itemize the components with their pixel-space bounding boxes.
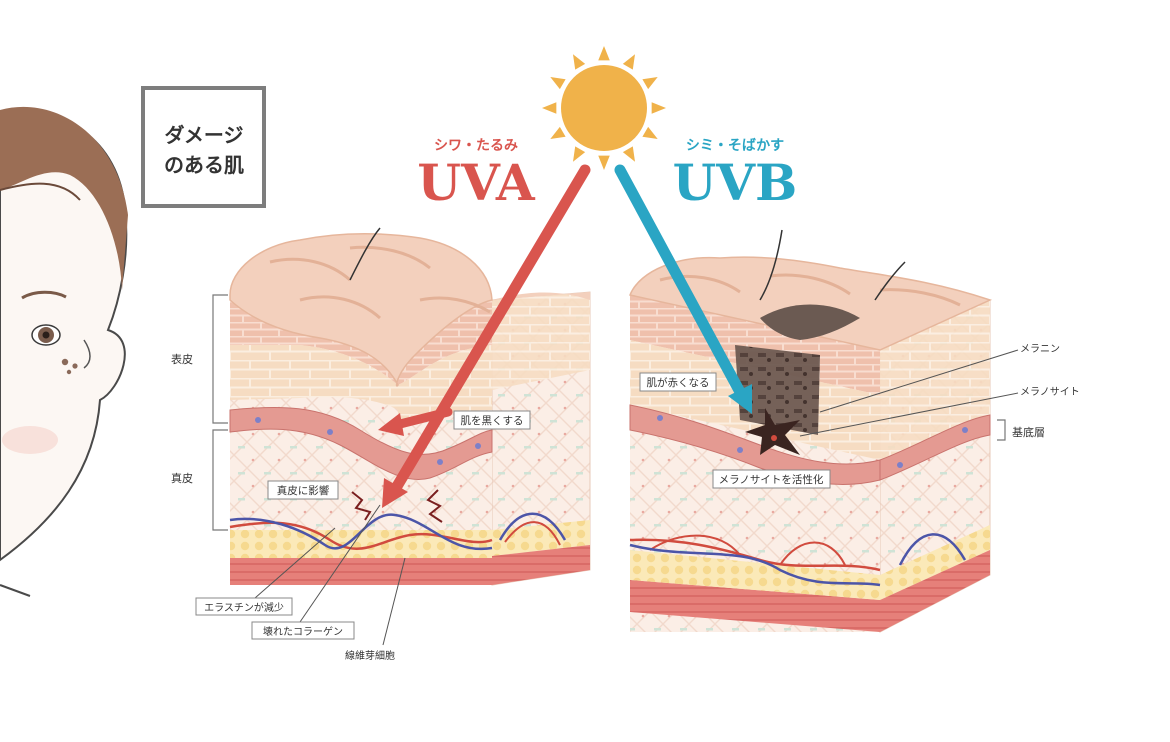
callout-melanin: メラニン (819, 343, 1060, 413)
callout-fibroblast: 線維芽細胞 (345, 557, 406, 662)
basal-layer-label: 基底層 (1012, 425, 1045, 439)
dark-spot (760, 304, 860, 340)
vessel-blue (229, 513, 493, 551)
callout-melanocyte: メラノサイト (799, 386, 1080, 437)
uvb-arrow (614, 164, 752, 414)
damage-burst-right (426, 489, 443, 523)
svg-text:線維芽細胞: 線維芽細胞 (345, 649, 395, 662)
damage-burst-left (351, 491, 372, 521)
uvb-subtitle: シミ・そばかす (686, 138, 784, 154)
sun-ray (542, 102, 557, 114)
skin-block-left (229, 227, 591, 586)
uva-subtitle: シワ・たるみ (434, 138, 518, 154)
sun-ray (642, 77, 658, 90)
svg-text:エラスチンが減少: エラスチンが減少 (204, 601, 284, 614)
eyebrow (21, 290, 67, 300)
callout-red-skin: 肌が赤くなる (639, 372, 717, 392)
title-line-1: ダメージ (165, 123, 244, 147)
dermis-label: 真皮 (171, 471, 193, 485)
svg-text:壊れたコラーゲン: 壊れたコラーゲン (263, 626, 343, 638)
basal-layer-left (229, 406, 493, 480)
svg-text:メラニン: メラニン (1020, 343, 1060, 355)
hair (0, 106, 128, 291)
sun-ray (550, 77, 566, 90)
callout-elastin: エラスチンが減少 (195, 527, 336, 616)
sun-ray (598, 155, 610, 170)
callout-dermis-effect: 真皮に影響 (267, 480, 339, 500)
svg-text:肌を黒くする: 肌を黒くする (461, 415, 524, 427)
svg-text:肌が赤くなる: 肌が赤くなる (647, 376, 710, 389)
melanin-deposit (735, 345, 820, 435)
sun-icon (542, 46, 666, 170)
sun-ray (622, 54, 635, 70)
title-line-2: のある肌 (164, 153, 244, 177)
uva-title: UVA (417, 153, 536, 212)
layer-brackets: 表皮 真皮 基底層 (171, 294, 1045, 531)
face-illustration (0, 106, 128, 597)
melanocyte-cell (745, 408, 800, 455)
skin-block-right (628, 229, 993, 633)
sun-ray (573, 54, 586, 70)
sun-ray (622, 146, 635, 162)
callout-collagen: 壊れたコラーゲン (251, 504, 381, 640)
sun-ray (550, 126, 566, 139)
svg-text:メラノサイトを活性化: メラノサイトを活性化 (719, 473, 824, 486)
svg-text:メラノサイト: メラノサイト (1020, 386, 1080, 398)
title-box: ダメージ のある肌 (141, 86, 266, 208)
svg-text:真皮に影響: 真皮に影響 (277, 484, 330, 497)
spot-mark (61, 358, 69, 366)
uva-arrow (378, 164, 591, 508)
sun-ray (598, 46, 610, 61)
sun-ray (642, 126, 658, 139)
sun-ray (651, 102, 666, 114)
uvb-title: UVB (673, 153, 798, 212)
epidermis-label: 表皮 (171, 352, 193, 366)
callout-activate: メラノサイトを活性化 (712, 469, 831, 489)
callout-darken: 肌を黒くする (453, 410, 531, 430)
sun-ray (573, 146, 586, 162)
